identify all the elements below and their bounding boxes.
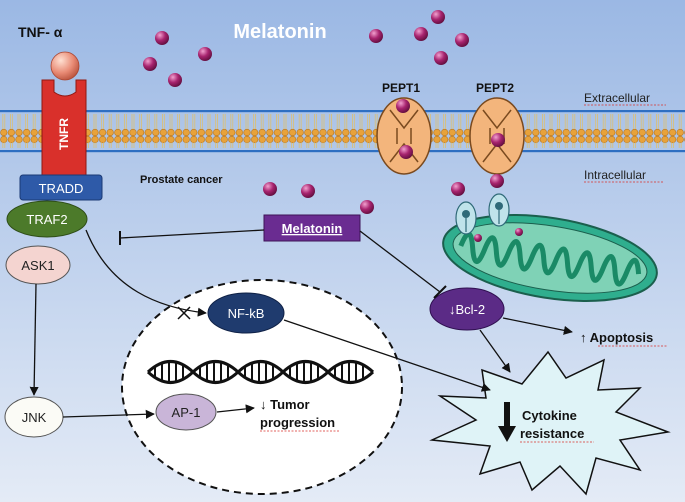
pept1-label: PEPT1 — [382, 81, 420, 95]
melatonin-particle — [143, 57, 157, 71]
ask1-label: ASK1 — [21, 258, 54, 273]
tradd-box — [19, 174, 103, 201]
melatonin-particle — [455, 33, 469, 47]
melatonin-particle — [474, 234, 482, 242]
cytokine-resistance-line1: Cytokine — [522, 408, 577, 423]
melatonin-particle — [490, 174, 504, 188]
pept2-label: PEPT2 — [476, 81, 514, 95]
edge-traf2-to-nfkb — [85, 229, 207, 317]
bcl2-label: ↓Bcl-2 — [449, 302, 485, 317]
edge-ask1-to-jnk — [29, 283, 39, 396]
melatonin-particle — [360, 200, 374, 214]
melatonin-particle — [515, 228, 523, 236]
ap1-node — [155, 393, 217, 431]
melatonin-particle — [155, 31, 169, 45]
traf2-label: TRAF2 — [26, 212, 67, 227]
tumor-progression-label-line1: ↓ Tumor — [260, 397, 310, 412]
edge-bcl2-to-cytokine — [479, 329, 511, 373]
edge-melatonin-inhibits-traf2 — [119, 229, 265, 239]
edge-ap1-to-tumor — [216, 404, 255, 414]
melatonin-particle — [491, 133, 505, 147]
melatonin-particles-extracellular — [143, 10, 469, 87]
jnk-label: JNK — [22, 410, 47, 425]
nfkb-label: NF-kB — [228, 306, 265, 321]
edge-inhibit-bar — [433, 285, 447, 299]
ap1-label: AP-1 — [172, 405, 201, 420]
pathway-edges — [29, 229, 573, 419]
melatonin-particle — [168, 73, 182, 87]
receptor-label: TNFR — [57, 118, 71, 150]
mitochondrial-transporter — [488, 193, 510, 227]
melatonin-box-label: Melatonin — [282, 221, 343, 236]
ask1-node — [5, 245, 71, 285]
melatonin-particle — [434, 51, 448, 65]
down-arrow-icon — [498, 402, 516, 442]
mitochondria — [442, 214, 658, 302]
melatonin-particles-intracellular — [263, 174, 504, 214]
melatonin-particle — [399, 145, 413, 159]
tnf-alpha-label: TNF- α — [18, 24, 63, 40]
edge-nfkb-to-cytokine — [283, 319, 491, 392]
melatonin-box — [263, 214, 361, 242]
cytokine-resistance-line2: resistance — [520, 426, 584, 441]
cell-type-label: Prostate cancer — [140, 174, 223, 186]
edge-bcl2-to-apoptosis — [502, 317, 573, 335]
melatonin-particle — [396, 99, 410, 113]
tnf-alpha-ligand — [50, 51, 80, 81]
extracellular-label: Extracellular — [584, 91, 650, 105]
mitochondrial-transporter — [455, 201, 477, 235]
tradd-label: TRADD — [39, 181, 84, 196]
edge-melatonin-inhibits-bcl2 — [359, 230, 441, 293]
nfkb-node — [207, 292, 285, 334]
title: Melatonin — [233, 21, 326, 43]
melatonin-particle — [369, 29, 383, 43]
melatonin-particle — [301, 184, 315, 198]
melatonin-particle — [414, 27, 428, 41]
cytokine-resistance-burst — [429, 350, 671, 496]
melatonin-particle — [198, 47, 212, 61]
block-x-icon — [177, 306, 191, 320]
edge-jnk-to-ap1 — [62, 409, 155, 419]
tumor-progression-label-line2: progression — [260, 415, 335, 430]
melatonin-particle — [263, 182, 277, 196]
apoptosis-label: ↑ Apoptosis — [580, 330, 653, 345]
intracellular-label: Intracellular — [584, 168, 646, 182]
cell-membrane — [0, 110, 685, 153]
nucleus-region — [121, 279, 403, 495]
dna-helix — [146, 360, 375, 384]
pept1-transporter — [376, 97, 432, 175]
melatonin-particle — [431, 10, 445, 24]
melatonin-particle — [451, 182, 465, 196]
tnf-receptor: TNFR — [41, 79, 87, 179]
traf2-node — [6, 200, 88, 238]
bcl2-node — [429, 287, 505, 331]
